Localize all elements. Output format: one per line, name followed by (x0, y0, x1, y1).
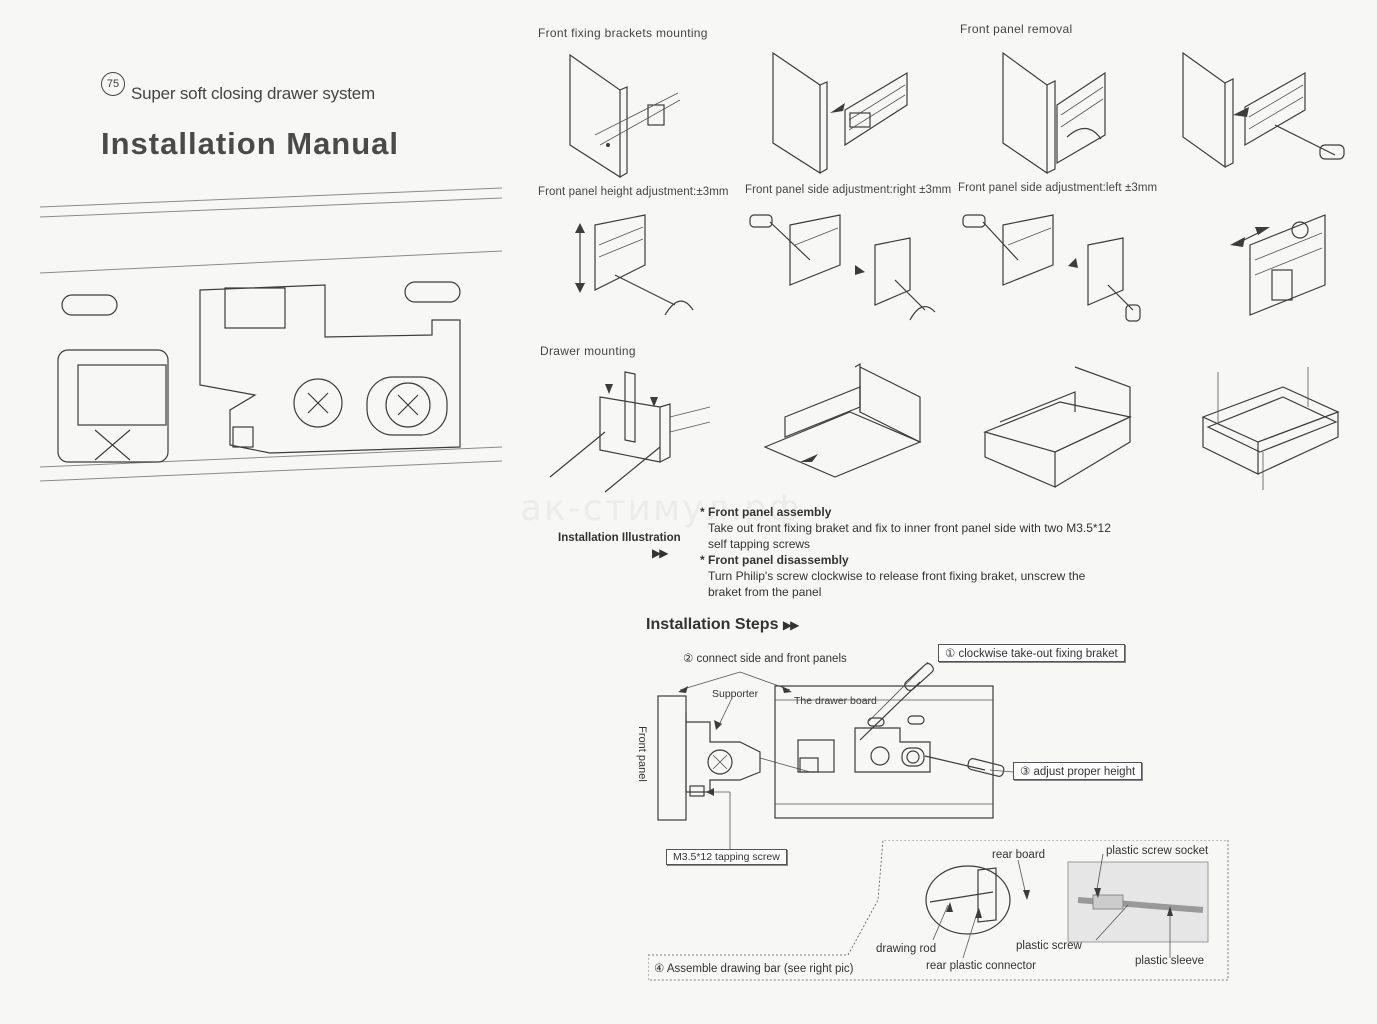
front-fixing-diagram-2 (765, 45, 915, 185)
steps-title: Installation Steps (646, 616, 779, 633)
section-front-removal-title: Front panel removal (960, 22, 1073, 36)
assembly-text-line2: self tapping screws (708, 537, 811, 551)
side-adjustment-right-diagram (745, 210, 945, 335)
side-adjustment-left-diagram (958, 210, 1158, 335)
screw-callout: M3.5*12 tapping screw (666, 849, 787, 865)
section-front-fixing-title: Front fixing brackets mounting (538, 26, 708, 40)
plastic-screw-socket-label: plastic screw socket (1106, 845, 1209, 857)
caption-height-adjustment: Front panel height adjustment:±3mm (538, 186, 729, 198)
manual-title: Installation Manual (101, 126, 400, 161)
disassembly-text-line1: Turn Philip's screw clockwise to release… (708, 569, 1086, 583)
height-adjustment-diagram (565, 205, 705, 335)
front-removal-diagram-1 (995, 45, 1155, 185)
drawing-bar-detail (648, 840, 1233, 985)
step3-callout: ③ adjust proper height (1013, 762, 1143, 780)
disassembly-title: * Front panel disassembly (700, 553, 849, 567)
rear-plastic-connector-label: rear plastic connector (926, 960, 1036, 972)
illustration-arrows: ▶▶ (652, 546, 669, 560)
step1-callout: ① clockwise take-out fixing braket (938, 644, 1125, 662)
page-number-badge: 75 (101, 72, 125, 96)
caption-side-adjustment-left: Front panel side adjustment:left ±3mm (958, 182, 1158, 194)
installation-steps-heading: Installation Steps ▶▶ (646, 616, 800, 634)
assembly-text-line1: Take out front fixing braket and fix to … (708, 521, 1111, 535)
section-drawer-mounting-title: Drawer mounting (540, 344, 636, 358)
disassembly-text-line2: braket from the panel (708, 585, 822, 599)
steps-arrows: ▶▶ (782, 618, 800, 632)
side-adjustment-overview-diagram (1200, 205, 1340, 325)
drawer-mounting-diagram-4 (1198, 362, 1343, 497)
rear-board-label: rear board (992, 849, 1046, 861)
drawer-board-label: The drawer board (794, 695, 877, 707)
supporter-label: Supporter (712, 688, 759, 700)
front-panel-assembly: * Front panel assembly Take out front fi… (700, 504, 1111, 600)
front-fixing-diagram-1 (560, 45, 690, 185)
drawer-mounting-diagram-2 (760, 362, 930, 482)
drawer-mounting-diagram-3 (980, 362, 1140, 492)
main-bracket-illustration (40, 185, 505, 490)
drawing-rod-label: drawing rod (876, 943, 937, 955)
step2-label: ② connect side and front panels (683, 653, 847, 665)
page-number: 75 (106, 78, 120, 90)
manual-subtitle: Super soft closing drawer system (131, 84, 375, 103)
illustration-label: Installation Illustration (558, 532, 681, 544)
watermark: ак-стимул.рф (520, 488, 802, 529)
step4-label: ④ Assemble drawing bar (see right pic) (654, 963, 854, 975)
plastic-screw-label: plastic screw (1016, 940, 1082, 952)
drawer-mounting-diagram-1 (545, 362, 715, 497)
installation-steps-diagram (640, 662, 1020, 862)
caption-side-adjustment-right: Front panel side adjustment:right ±3mm (745, 184, 952, 196)
assembly-title: * Front panel assembly (700, 505, 832, 519)
front-removal-diagram-2 (1175, 45, 1355, 175)
plastic-sleeve-label: plastic sleeve (1135, 955, 1205, 967)
